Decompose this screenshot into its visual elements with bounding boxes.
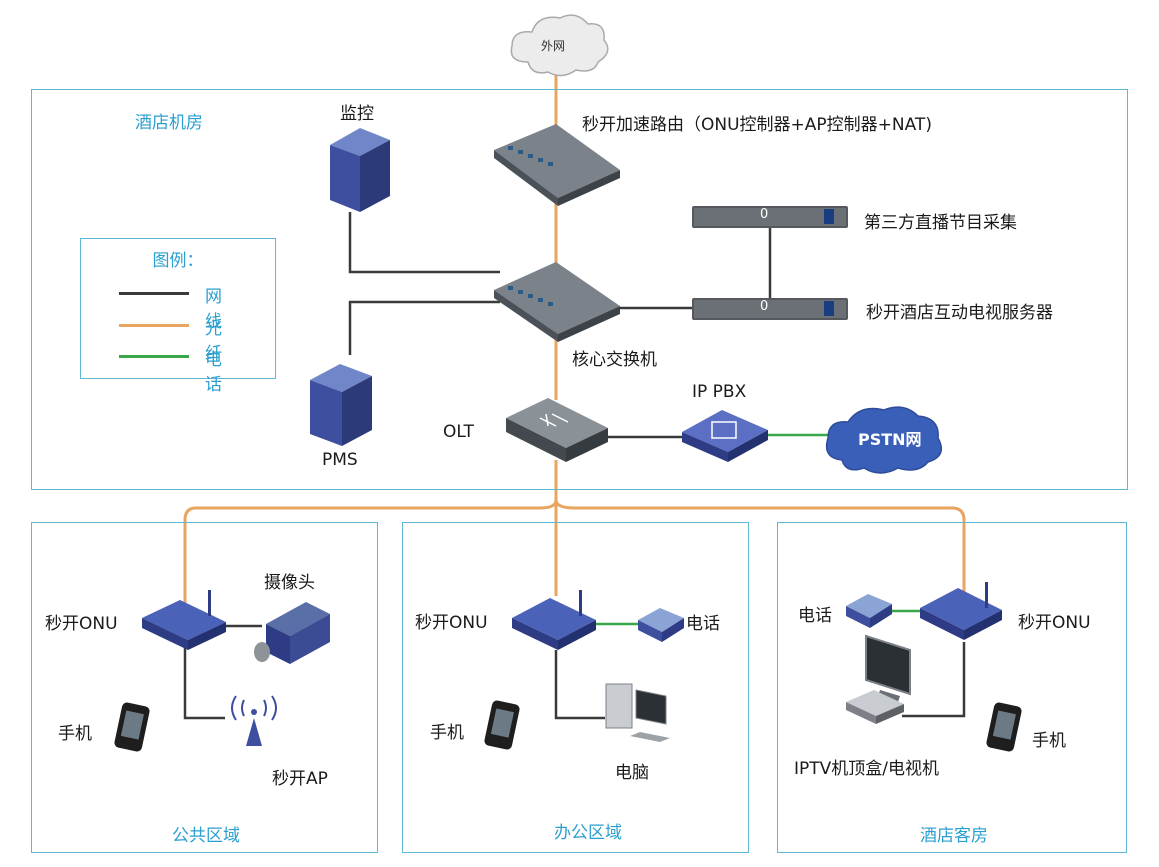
pstn-cloud-label: PSTN网 — [858, 430, 922, 449]
office-zone-title: 办公区域 — [554, 823, 622, 843]
eth-monitor-switch — [348, 212, 500, 274]
third-party-label: 第三方直播节目采集 — [864, 213, 1017, 233]
machine-room-panel — [31, 89, 1128, 490]
public-mobile-label: 手机 — [58, 724, 92, 744]
machine-room-title: 酒店机房 — [135, 113, 203, 133]
pc-label: 电脑 — [615, 763, 649, 783]
office-mobile-label: 手机 — [430, 723, 464, 743]
eth-pms-switch — [348, 300, 500, 355]
office-onu-label: 秒开ONU — [415, 613, 488, 633]
legend-box: 图例： 网线 光纤 电话 — [80, 238, 276, 395]
room-telephone-label: 电话 — [798, 606, 832, 626]
room-mobile-label: 手机 — [1032, 731, 1066, 751]
fiber-to-room-onu — [554, 499, 966, 600]
router-label: 秒开加速路由（ONU控制器+AP控制器+NAT) — [582, 115, 932, 135]
ap-label: 秒开AP — [272, 769, 328, 789]
pms-label: PMS — [322, 450, 358, 470]
eth-onu-pc — [554, 650, 605, 720]
public-zone-panel — [31, 522, 378, 853]
camera-label: 摄像头 — [264, 573, 315, 593]
legend-title: 图例： — [152, 251, 204, 271]
eth-onu-ap — [183, 648, 225, 720]
ethernet-swatch — [119, 292, 189, 295]
room-zone-panel — [777, 522, 1127, 853]
legend-label-ethernet: 网线 — [205, 287, 222, 332]
iptv-label: IPTV机顶盒/电视机 — [794, 759, 940, 779]
room-zone-title: 酒店客房 — [920, 826, 988, 846]
capture-server-digit: 0 — [760, 207, 769, 222]
public-zone-title: 公共区域 — [172, 826, 240, 846]
room-onu-label: 秒开ONU — [1018, 613, 1091, 633]
core-switch-label: 核心交换机 — [572, 350, 657, 370]
phone-swatch — [119, 355, 189, 358]
internet-cloud-label: 外网 — [541, 39, 566, 53]
tv-server-digit: 0 — [760, 299, 769, 314]
ippbx-label: IP PBX — [692, 382, 747, 402]
fiber-to-public-onu — [183, 499, 558, 606]
olt-label: OLT — [443, 422, 474, 442]
tv-server-label: 秒开酒店互动电视服务器 — [866, 303, 1053, 323]
eth-onu-stb — [902, 642, 966, 718]
legend-label-phone: 电话 — [205, 350, 222, 395]
public-onu-label: 秒开ONU — [45, 614, 118, 634]
office-zone-panel — [402, 522, 749, 853]
legend-label-fiber: 光纤 — [205, 319, 222, 364]
monitor-label: 监控 — [340, 104, 374, 124]
fiber-swatch — [119, 324, 189, 327]
office-telephone-label: 电话 — [686, 614, 720, 634]
